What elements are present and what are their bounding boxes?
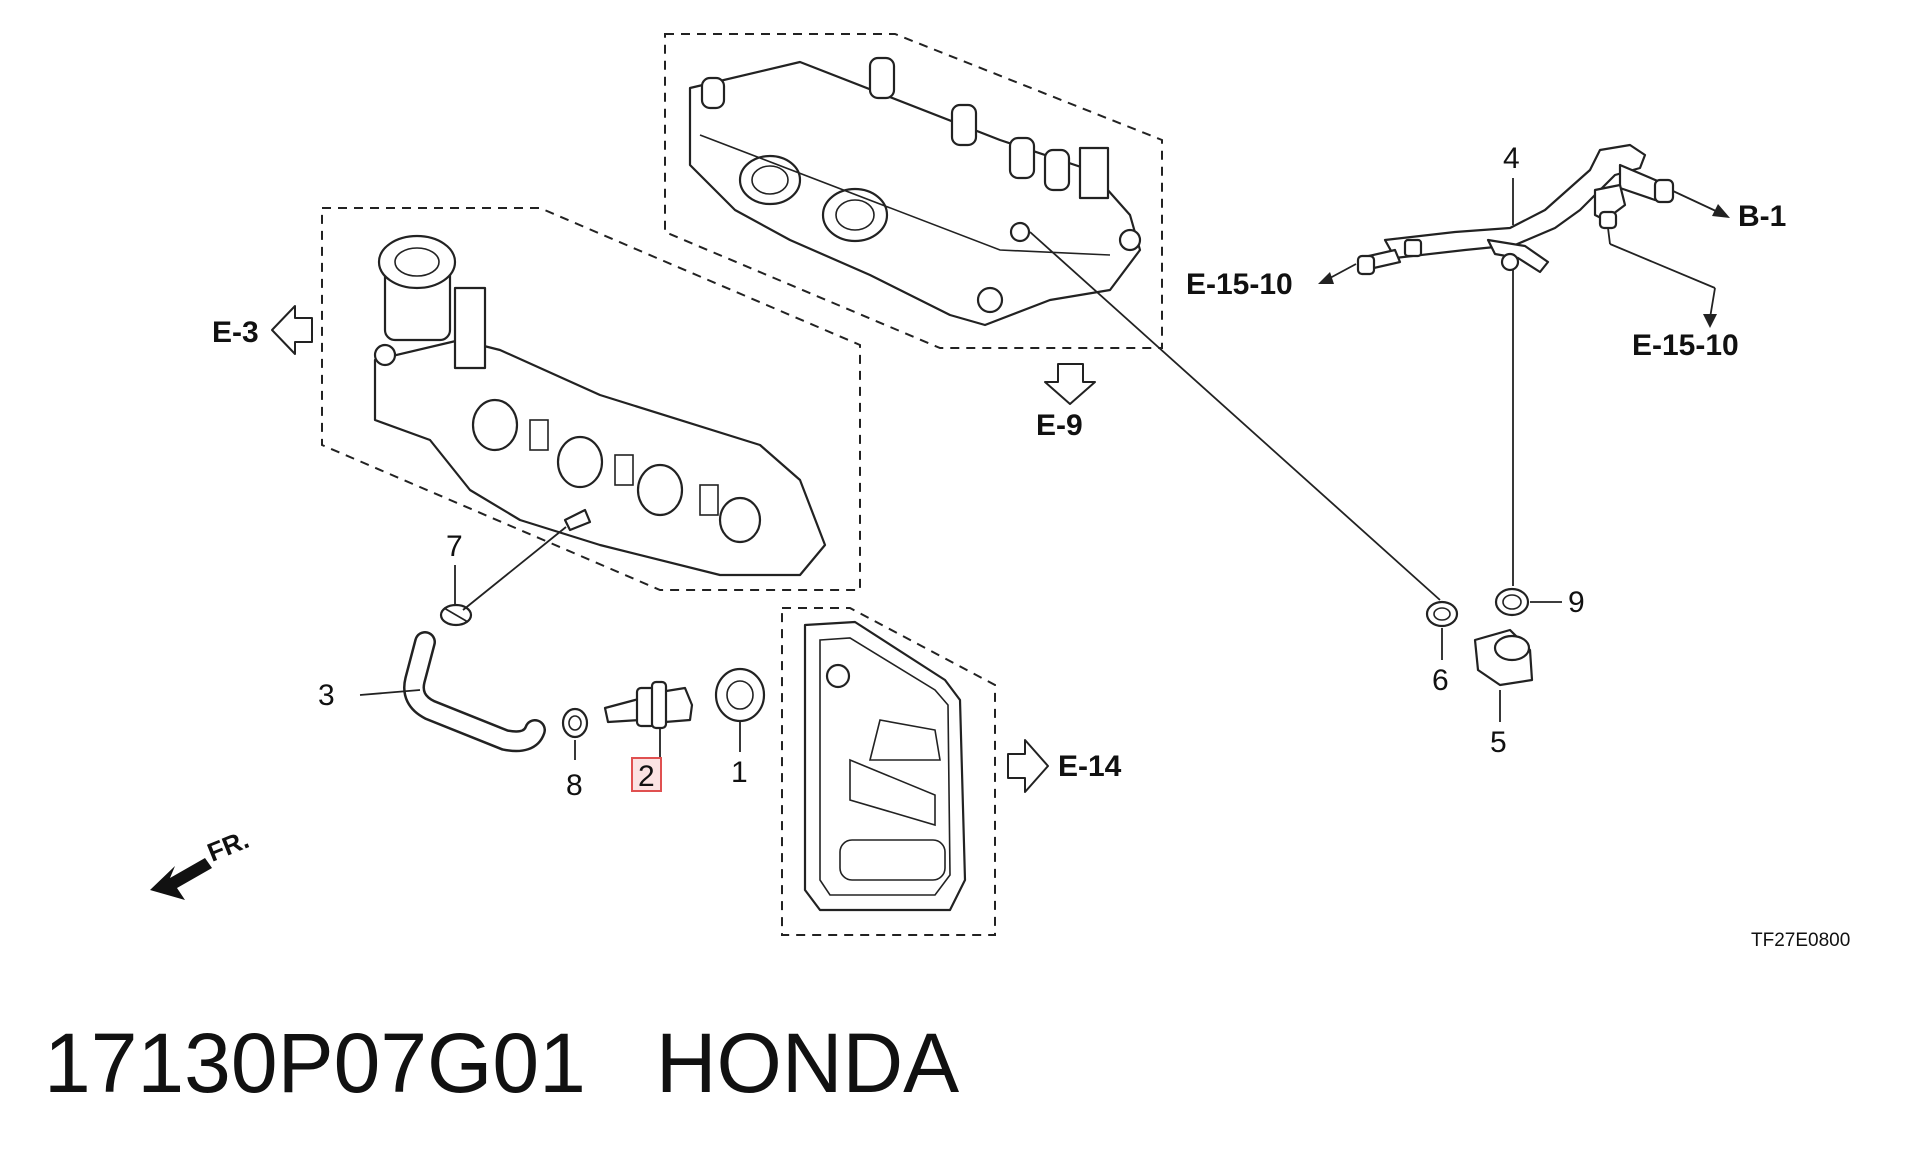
e15-right-arrow — [1703, 314, 1717, 328]
callout-7: 7 — [446, 530, 463, 563]
cover-plate — [803, 620, 967, 912]
ref-e3: E-3 — [212, 316, 259, 349]
pcv-valve-2 — [603, 680, 694, 730]
callout-1: 1 — [731, 756, 748, 789]
callout-8: 8 — [566, 769, 583, 802]
ref-e15-left: E-15-10 — [1186, 268, 1293, 301]
intake-manifold — [688, 56, 1142, 327]
highlight-box — [631, 757, 662, 792]
callout-2: 2 — [638, 760, 655, 793]
front-label: FR. — [203, 824, 253, 868]
ref-e14: E-14 — [1058, 750, 1122, 783]
ref-b1: B-1 — [1738, 200, 1786, 233]
e15-left-arrow — [1318, 263, 1357, 284]
pipe-assembly — [1356, 143, 1675, 586]
egr-manifold-outline — [321, 207, 861, 591]
leader-lines — [359, 178, 1716, 762]
figure-code: TF27E0800 — [1751, 930, 1850, 951]
part-caption: 17130P07G01 HONDA — [44, 1016, 960, 1110]
callout-3: 3 — [318, 679, 335, 712]
clamp-8 — [561, 707, 589, 739]
callout-9: 9 — [1568, 586, 1585, 619]
callout-5: 5 — [1490, 726, 1507, 759]
hose-3 — [403, 631, 546, 753]
grommet-1 — [714, 667, 766, 723]
e3-arrow — [271, 305, 313, 355]
ref-e15-right: E-15-10 — [1632, 329, 1739, 362]
hose-connector — [1425, 587, 1534, 687]
e9-arrow — [1044, 363, 1096, 405]
callout-4: 4 — [1503, 142, 1520, 175]
callout-6: 6 — [1432, 664, 1449, 697]
egr-manifold — [373, 234, 827, 577]
intake-manifold-outline — [664, 33, 1163, 349]
e14-arrow — [1007, 739, 1049, 793]
b1-arrow — [1672, 190, 1730, 218]
ref-e9: E-9 — [1036, 409, 1083, 442]
front-arrow — [150, 858, 212, 900]
cover-plate-outline — [781, 607, 996, 936]
